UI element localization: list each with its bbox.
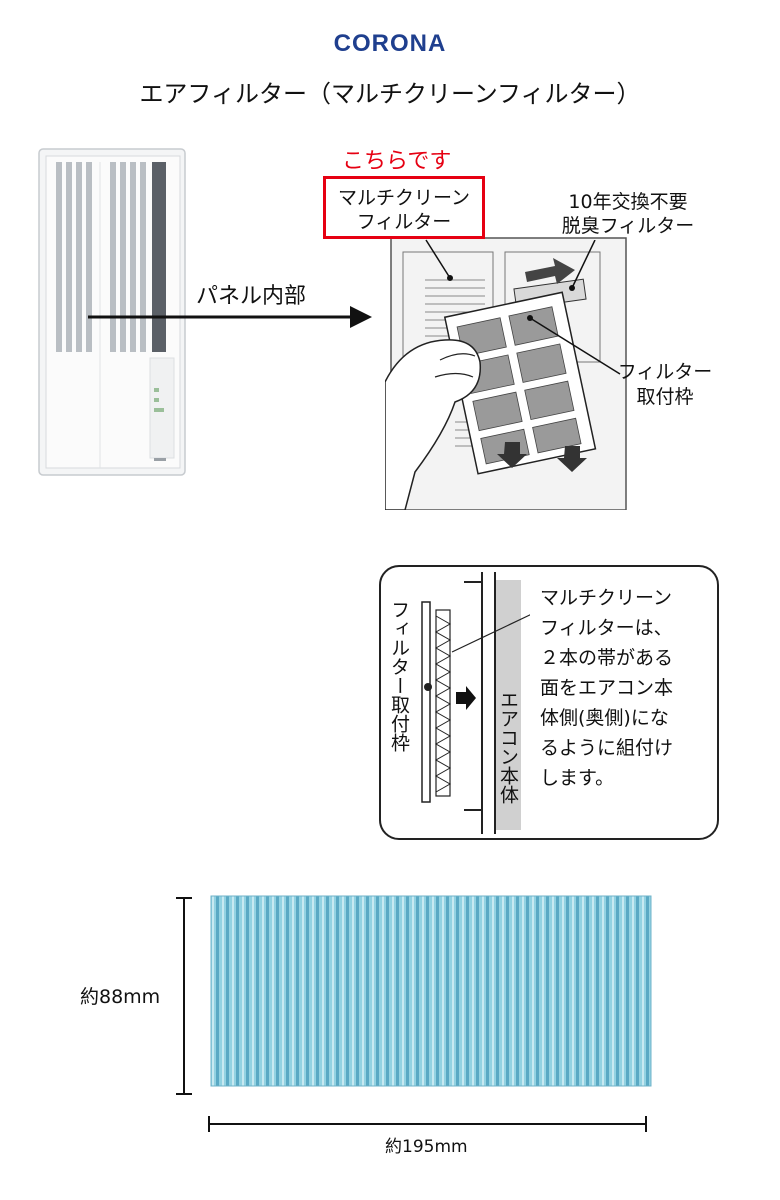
width-dimension: 約195mm — [385, 1137, 468, 1157]
multiclean-pointer — [425, 239, 453, 281]
panel-inside-label: パネル内部 — [196, 284, 307, 309]
assembly-body-label: エアコン本体 — [497, 690, 519, 804]
filter-photo — [176, 895, 652, 1132]
panel-arrow — [88, 306, 372, 328]
assembly-note-text: マルチクリーン フィルターは、 ２本の帯がある 面をエアコン本 体側(奥側)にな… — [540, 587, 674, 789]
filter-frame-label: フィルター 取付枠 — [617, 361, 713, 408]
assembly-diagram — [421, 572, 530, 834]
highlight-box — [323, 176, 485, 239]
assembly-frame-label: フィルター取付枠 — [388, 600, 410, 752]
brand-logo: CORONA — [333, 30, 447, 57]
frame-pointer — [527, 315, 621, 375]
deodorizer-pointer — [569, 240, 596, 291]
air-conditioner-illustration — [38, 148, 186, 476]
page-title: エアフィルター（マルチクリーンフィルター） — [139, 80, 641, 108]
panel-interior-illustration — [385, 232, 645, 510]
multiclean-filter-label: マルチクリーン フィルター — [337, 187, 471, 233]
here-label: こちらです — [342, 149, 452, 174]
height-dimension: 約88mm — [80, 986, 161, 1008]
deodorizer-filter-label: 10年交換不要 脱臭フィルター — [561, 191, 695, 237]
